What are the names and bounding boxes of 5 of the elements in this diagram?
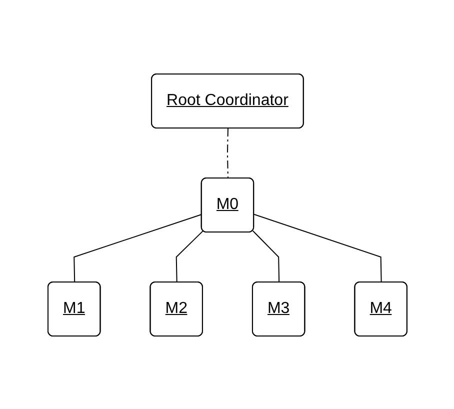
connector: [175, 230, 204, 282]
connector: [253, 213, 382, 282]
connector: [226, 128, 228, 178]
connector: [252, 230, 280, 282]
connector: [73, 213, 202, 282]
